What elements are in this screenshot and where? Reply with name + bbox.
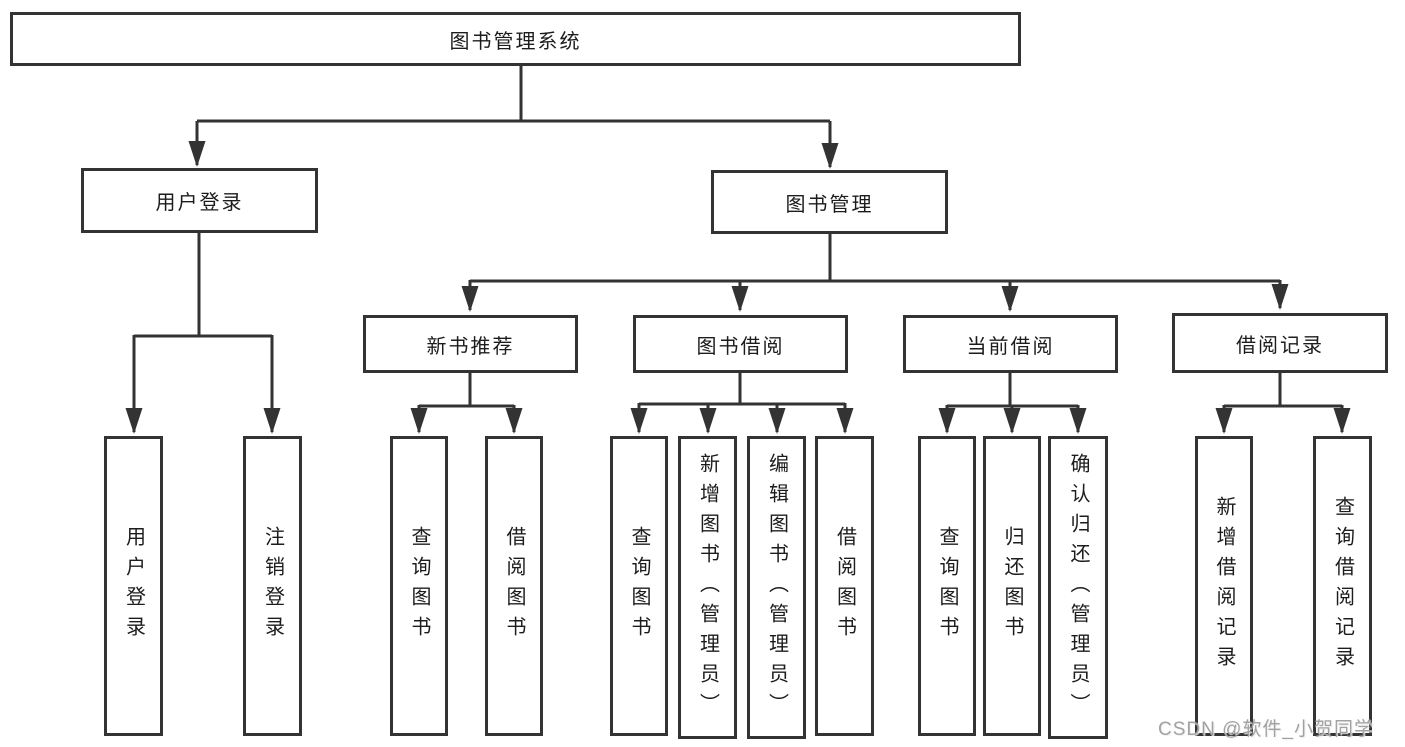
node-book-mgmt: 图书管理 bbox=[711, 170, 948, 234]
csdn-watermark: CSDN @软件_小贺同学 bbox=[1158, 719, 1374, 740]
node-current-borrow-label: 当前借阅 bbox=[966, 335, 1055, 358]
leaf-current-query-book: 查询图书 bbox=[918, 436, 976, 736]
leaf-recommend-query-book-label: 查询图书 bbox=[408, 526, 430, 646]
leaf-confirm-return-admin-label: 确认归还（管理员） bbox=[1067, 452, 1089, 723]
node-book-mgmt-label: 图书管理 bbox=[785, 193, 874, 216]
node-root-label: 图书管理系统 bbox=[449, 30, 582, 53]
node-current-borrow: 当前借阅 bbox=[903, 315, 1118, 373]
leaf-recommend-query-book: 查询图书 bbox=[390, 436, 448, 736]
leaf-borrow-book-label: 借阅图书 bbox=[833, 526, 856, 646]
node-new-book-recommend-label: 新书推荐 bbox=[426, 335, 515, 358]
node-new-book-recommend: 新书推荐 bbox=[363, 315, 578, 373]
leaf-add-book-admin-label: 新增图书（管理员） bbox=[696, 452, 719, 723]
leaf-add-borrow-record-label: 新增借阅记录 bbox=[1213, 496, 1235, 676]
leaf-borrow-query-book: 查询图书 bbox=[610, 436, 668, 736]
leaf-edit-book-admin: 编辑图书（管理员） bbox=[747, 436, 806, 739]
leaf-user-login: 用户登录 bbox=[104, 436, 163, 736]
leaf-user-login-label: 用户登录 bbox=[122, 526, 145, 646]
leaf-query-borrow-record-label: 查询借阅记录 bbox=[1331, 496, 1354, 676]
leaf-current-query-book-label: 查询图书 bbox=[936, 526, 958, 646]
leaf-logout-label: 注销登录 bbox=[261, 526, 284, 646]
leaf-query-borrow-record: 查询借阅记录 bbox=[1313, 436, 1372, 736]
leaf-return-book: 归还图书 bbox=[983, 436, 1041, 736]
leaf-borrow-book: 借阅图书 bbox=[815, 436, 874, 736]
leaf-recommend-borrow-book-label: 借阅图书 bbox=[503, 526, 525, 646]
leaf-recommend-borrow-book: 借阅图书 bbox=[485, 436, 543, 736]
node-book-borrow-label: 图书借阅 bbox=[696, 335, 785, 358]
leaf-edit-book-admin-label: 编辑图书（管理员） bbox=[765, 452, 788, 723]
node-user-login-label: 用户登录 bbox=[155, 192, 244, 214]
node-user-login: 用户登录 bbox=[81, 168, 318, 233]
leaf-return-book-label: 归还图书 bbox=[1001, 526, 1023, 646]
node-borrow-records: 借阅记录 bbox=[1172, 313, 1388, 373]
node-root: 图书管理系统 bbox=[10, 12, 1021, 66]
node-borrow-records-label: 借阅记录 bbox=[1236, 334, 1324, 357]
leaf-confirm-return-admin: 确认归还（管理员） bbox=[1048, 436, 1108, 739]
node-book-borrow: 图书借阅 bbox=[633, 315, 848, 373]
leaf-borrow-query-book-label: 查询图书 bbox=[628, 526, 650, 646]
leaf-logout: 注销登录 bbox=[243, 436, 302, 736]
leaf-add-borrow-record: 新增借阅记录 bbox=[1195, 436, 1253, 736]
leaf-add-book-admin: 新增图书（管理员） bbox=[678, 436, 737, 739]
